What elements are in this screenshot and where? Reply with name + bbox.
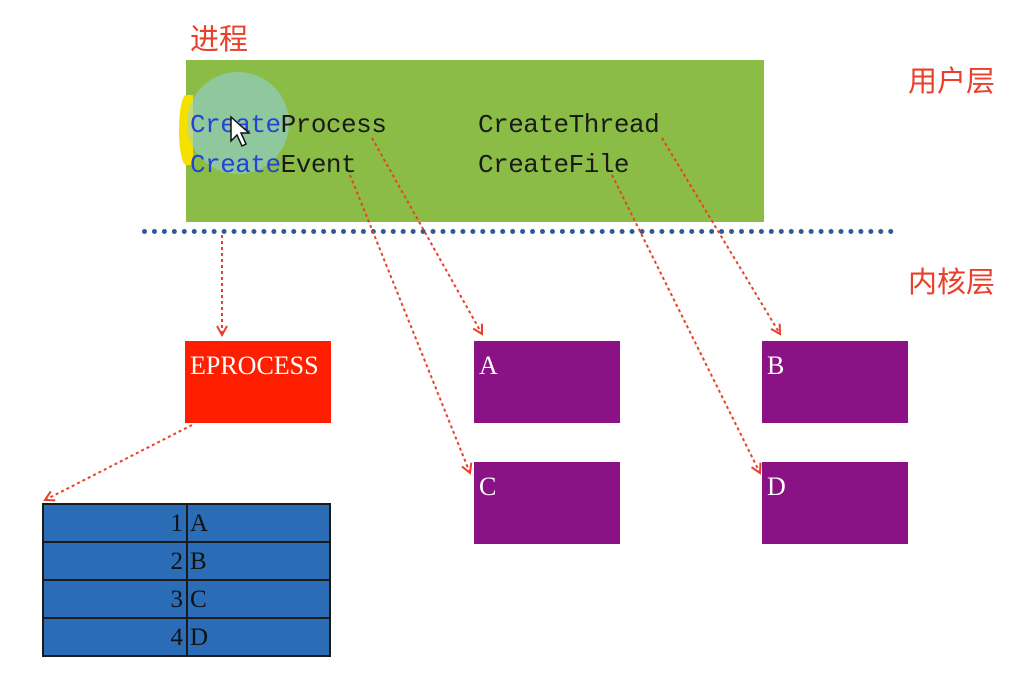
kernel-object-d: D — [762, 462, 908, 544]
process-title: 进程 — [190, 22, 249, 56]
handle-index: 2 — [42, 541, 188, 581]
table-row: 3 C — [42, 579, 331, 619]
kernel-object-b: B — [762, 341, 908, 423]
kernel-object-c: C — [474, 462, 620, 544]
handle-index: 3 — [42, 579, 188, 619]
table-row: 2 B — [42, 541, 331, 581]
kernel-object-a-label: A — [479, 351, 498, 380]
handle-index: 1 — [42, 503, 188, 543]
kernel-object-b-label: B — [767, 351, 785, 380]
eprocess-label: EPROCESS — [190, 351, 319, 380]
api-create-event-prefix: Create — [190, 150, 281, 180]
kernel-object-c-label: C — [479, 472, 497, 501]
handle-value: D — [186, 617, 331, 657]
user-layer-label: 用户层 — [908, 64, 996, 98]
arrow-eprocess-to-handle-table — [45, 424, 193, 500]
handle-table: 1 A 2 B 3 C 4 D — [42, 503, 331, 657]
api-create-file: CreateFile — [478, 150, 630, 180]
api-create-thread: CreateThread — [478, 110, 660, 140]
kernel-layer-label: 内核层 — [908, 265, 996, 299]
handle-value: B — [186, 541, 331, 581]
handle-index: 4 — [42, 617, 188, 657]
table-row: 1 A — [42, 503, 331, 543]
api-create-event: CreateEvent — [190, 150, 357, 180]
api-create-process-suffix: Process — [280, 110, 387, 140]
api-create-process: CreateProcess — [190, 110, 387, 140]
api-create-event-suffix: Event — [280, 150, 357, 180]
api-create-process-prefix: Create — [190, 110, 281, 140]
handle-value: C — [186, 579, 331, 619]
handle-value: A — [186, 503, 331, 543]
kernel-object-d-label: D — [767, 472, 786, 501]
kernel-object-a: A — [474, 341, 620, 423]
eprocess-box: EPROCESS — [185, 341, 331, 423]
user-kernel-divider — [142, 229, 894, 234]
table-row: 4 D — [42, 617, 331, 657]
